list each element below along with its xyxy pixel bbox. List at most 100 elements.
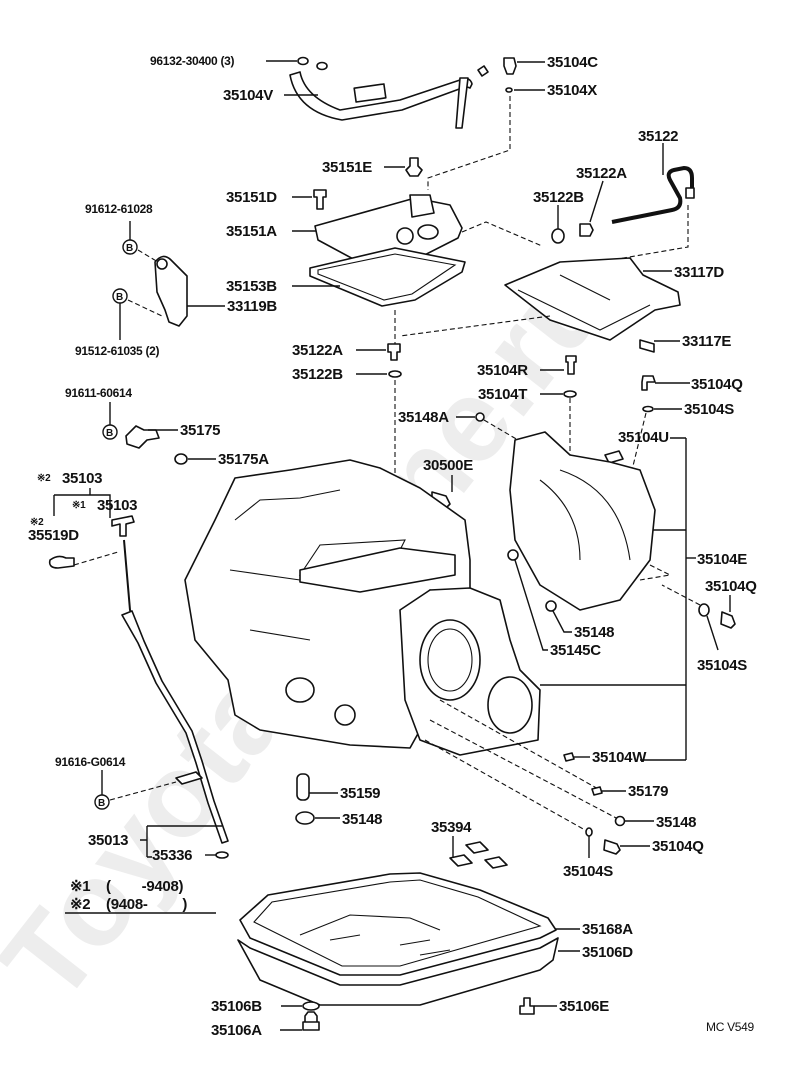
plug-35148-low[interactable] bbox=[614, 815, 626, 827]
oil-pipe-35122[interactable] bbox=[611, 165, 694, 224]
union-bolt-35122A-top[interactable] bbox=[579, 223, 594, 237]
callout-35151D[interactable]: 35151D bbox=[226, 189, 278, 206]
bolt-35151D[interactable] bbox=[313, 189, 327, 210]
callout-35122A-mid[interactable]: 35122A bbox=[292, 342, 344, 359]
callout-35104R[interactable]: 35104R bbox=[477, 362, 529, 379]
callout-91512-61035[interactable]: 91512-61035 (2) bbox=[75, 344, 160, 358]
plug-35148-right[interactable] bbox=[545, 600, 557, 612]
clip-96132-30400-b[interactable] bbox=[316, 61, 328, 71]
callout-35104X[interactable]: 35104X bbox=[547, 82, 598, 99]
callout-35106D[interactable]: 35106D bbox=[582, 944, 634, 961]
drain-plug-35106A[interactable] bbox=[302, 1011, 320, 1031]
callout-35159[interactable]: 35159 bbox=[340, 785, 381, 802]
callout-33117E[interactable]: 33117E bbox=[682, 333, 732, 350]
dipstick-guide-clip-35519D[interactable] bbox=[48, 555, 75, 569]
bracket-33119B[interactable] bbox=[154, 255, 188, 327]
bolt-35104R[interactable] bbox=[565, 355, 577, 375]
callout-35104T[interactable]: 35104T bbox=[478, 386, 528, 403]
callout-35104Q-right[interactable]: 35104Q bbox=[705, 578, 758, 595]
callout-35148-right[interactable]: 35148 bbox=[574, 624, 615, 641]
callout-35104C[interactable]: 35104C bbox=[547, 54, 599, 71]
magnet-35394-c[interactable] bbox=[484, 856, 508, 869]
callout-35103-note1[interactable]: 35103 bbox=[97, 497, 138, 514]
callout-35122[interactable]: 35122 bbox=[638, 128, 679, 145]
oil-pan-cover-33117D[interactable] bbox=[504, 257, 681, 341]
callout-35153B[interactable]: 35153B bbox=[226, 278, 278, 295]
callout-35148A[interactable]: 35148A bbox=[398, 409, 450, 426]
callout-30500E[interactable]: 30500E bbox=[423, 457, 474, 474]
callout-35103-note2[interactable]: 35103 bbox=[62, 470, 103, 487]
plug-35104W[interactable] bbox=[563, 752, 575, 762]
callout-35104S-right[interactable]: 35104S bbox=[697, 657, 748, 674]
union-bolt-35122A-mid[interactable] bbox=[387, 343, 401, 361]
callout-35519D[interactable]: 35519D bbox=[28, 527, 80, 544]
callout-35013[interactable]: 35013 bbox=[88, 832, 129, 849]
callout-35104E[interactable]: 35104E bbox=[697, 551, 748, 568]
bolt-35106E[interactable] bbox=[519, 997, 535, 1015]
callout-35151A[interactable]: 35151A bbox=[226, 223, 278, 240]
callout-33117D[interactable]: 33117D bbox=[674, 264, 725, 281]
callout-35106B[interactable]: 35106B bbox=[211, 998, 263, 1015]
plug-35148A[interactable] bbox=[475, 412, 485, 422]
callout-35179[interactable]: 35179 bbox=[628, 783, 669, 800]
gasket-35122B-top[interactable] bbox=[551, 228, 565, 244]
gasket-35104S-right[interactable] bbox=[698, 603, 710, 617]
transaxle-side-cover[interactable] bbox=[509, 431, 656, 611]
callout-35151E[interactable]: 35151E bbox=[322, 159, 373, 176]
callout-35175[interactable]: 35175 bbox=[180, 422, 221, 439]
clip-96132-30400[interactable] bbox=[297, 56, 309, 66]
callout-35145C[interactable]: 35145C bbox=[550, 642, 602, 659]
callout-91616-G0614[interactable]: 91616-G0614 bbox=[55, 755, 126, 769]
callout-35104V[interactable]: 35104V bbox=[223, 87, 274, 104]
clip-small[interactable] bbox=[477, 65, 489, 77]
callout-35394[interactable]: 35394 bbox=[431, 819, 472, 836]
bolt-35104U[interactable] bbox=[604, 450, 624, 464]
magnet-35394-b[interactable] bbox=[465, 841, 489, 854]
bolt-marker-91616-G0614[interactable] bbox=[94, 794, 110, 810]
plug-35179[interactable] bbox=[591, 786, 603, 796]
callout-35168A[interactable]: 35168A bbox=[582, 921, 634, 938]
o-ring-35336[interactable] bbox=[215, 851, 229, 859]
o-ring-35175A[interactable] bbox=[174, 453, 188, 465]
gasket-35122B-mid[interactable] bbox=[388, 370, 402, 378]
union-35104C[interactable] bbox=[503, 57, 517, 75]
callout-35104W[interactable]: 35104W bbox=[592, 749, 648, 766]
plug-35145C[interactable] bbox=[507, 549, 519, 561]
callout-35122B-mid[interactable]: 35122B bbox=[292, 366, 344, 383]
bolt-35104Q-top[interactable] bbox=[641, 375, 656, 391]
dipstick-tube-35013[interactable] bbox=[121, 610, 229, 844]
bolt-35104Q-right[interactable] bbox=[720, 611, 736, 629]
gasket-35153B[interactable] bbox=[309, 247, 466, 307]
callout-35106E[interactable]: 35106E bbox=[559, 998, 610, 1015]
plug-35148-pan[interactable] bbox=[295, 811, 315, 825]
gasket-35104X[interactable] bbox=[505, 87, 513, 93]
callout-35104S-low[interactable]: 35104S bbox=[563, 863, 614, 880]
callout-35336[interactable]: 35336 bbox=[152, 847, 193, 864]
callout-35175A[interactable]: 35175A bbox=[218, 451, 270, 468]
solenoid-35151E[interactable] bbox=[405, 157, 423, 177]
callout-33119B[interactable]: 33119B bbox=[227, 298, 278, 315]
callout-35122A-top[interactable]: 35122A bbox=[576, 165, 628, 182]
callout-35148-pan[interactable]: 35148 bbox=[342, 811, 383, 828]
breather-hose-35104V[interactable] bbox=[289, 71, 473, 121]
callout-35148-low[interactable]: 35148 bbox=[656, 814, 697, 831]
callout-35104U[interactable]: 35104U bbox=[618, 429, 669, 446]
callout-91611-60614[interactable]: 91611-60614 bbox=[65, 386, 133, 400]
callout-35104Q-top[interactable]: 35104Q bbox=[691, 376, 744, 393]
gasket-35104S-top[interactable] bbox=[642, 405, 654, 413]
dipstick-35103[interactable] bbox=[111, 515, 135, 537]
callout-35104Q-low[interactable]: 35104Q bbox=[652, 838, 705, 855]
bolt-marker-91611-60614[interactable] bbox=[102, 424, 118, 440]
sensor-35175[interactable] bbox=[125, 425, 160, 449]
magnet-35394-a[interactable] bbox=[449, 854, 473, 867]
bolt-33117E[interactable] bbox=[639, 339, 655, 353]
callout-35104S-top[interactable]: 35104S bbox=[684, 401, 735, 418]
oil-pan-gasket-35168A[interactable] bbox=[239, 872, 557, 976]
pipe-35159[interactable] bbox=[296, 773, 310, 801]
oil-pan-35106D[interactable] bbox=[237, 937, 559, 1006]
gasket-35106B[interactable] bbox=[302, 1001, 320, 1011]
callout-91612-61028[interactable]: 91612-61028 bbox=[85, 202, 153, 216]
bolt-35104Q-low[interactable] bbox=[603, 839, 621, 855]
gasket-35104S-low[interactable] bbox=[585, 827, 593, 837]
callout-35106A[interactable]: 35106A bbox=[211, 1022, 263, 1039]
